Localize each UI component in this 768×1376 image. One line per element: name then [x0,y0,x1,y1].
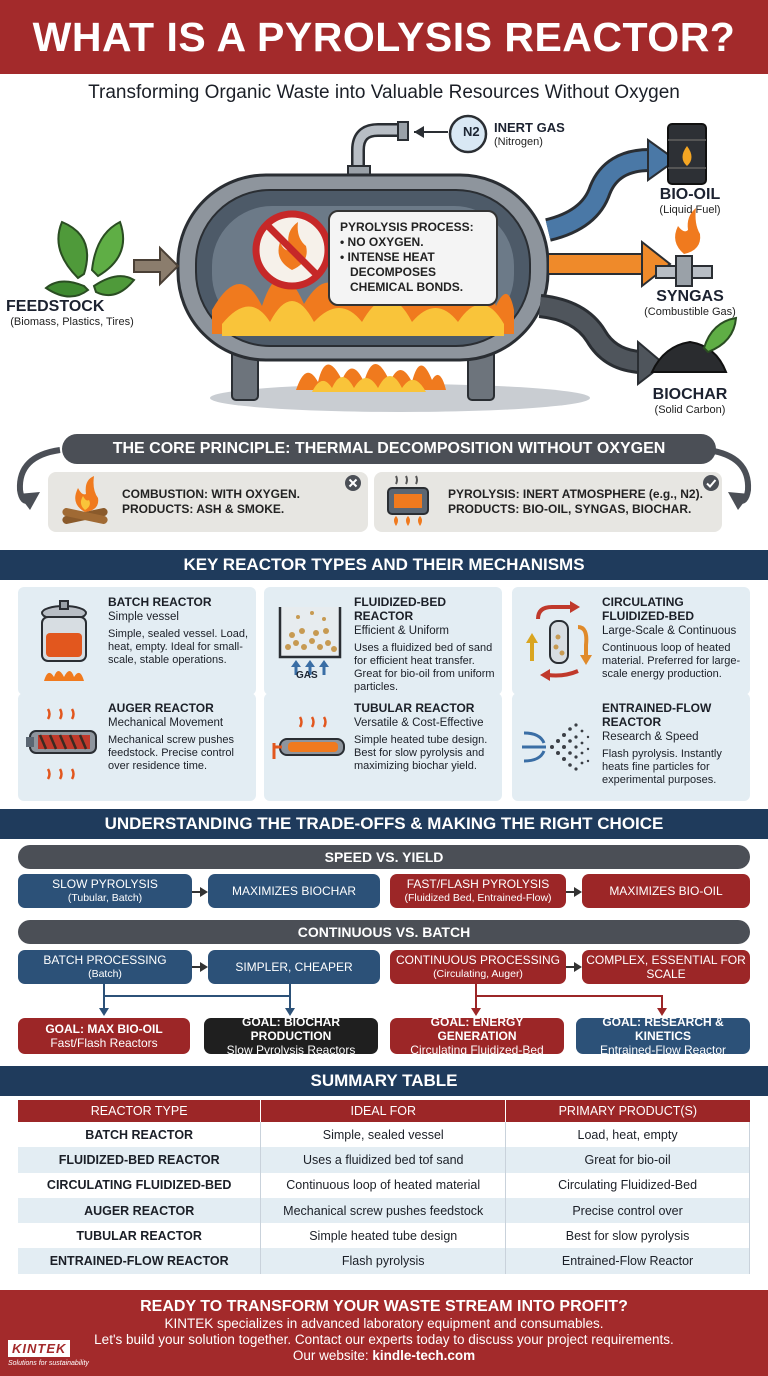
inert-gas-label: INERT GAS [494,120,565,135]
reactor-name: CIRCULATING FLUIDIZED-BED [602,595,694,623]
pyrolysis-card: PYROLYSIS: INERT ATMOSPHERE (e.g., N2). … [374,472,722,532]
tradeoff-arrows [99,887,667,1016]
reactor-card-entrained-flow: ENTRAINED-FLOW REACTOR Research & Speed … [512,693,750,801]
bio-oil-sub: (Liquid Fuel) [659,204,721,216]
footer-website-line: Our website: kindle-tech.com [292,1348,476,1363]
reactor-name: FLUIDIZED-BED REACTOR [354,595,446,623]
table-row: FLUIDIZED-BED REACTOR Uses a fluidized b… [18,1147,750,1173]
combustion-card: COMBUSTION: WITH OXYGEN. PRODUCTS: ASH &… [48,472,368,532]
reactor-card-auger: AUGER REACTOR Mechanical Movement Mechan… [18,693,256,801]
syngas-label: SYNGAS [656,288,724,305]
title-banner: WHAT IS A PYROLYSIS REACTOR? [0,0,768,74]
reactor-desc: Uses a fluidized bed of sand for efficie… [354,642,495,693]
tubular-tube-icon [272,716,345,759]
batch-vessel-icon [41,600,87,681]
reactor-name: ENTRAINED-FLOW REACTOR [602,701,712,729]
reactor-subtitle: Versatile & Cost-Effective [354,717,484,729]
goal-research-kinetics: GOAL: RESEARCH & KINETICS Entrained-Flow… [576,1015,750,1057]
reactor-name: TUBULAR REACTOR [354,701,475,715]
reactor-subtitle: Large-Scale & Continuous [602,625,737,637]
feedstock-label: FEEDSTOCK [6,298,105,315]
column-header: PRIMARY PRODUCT(S) [505,1100,750,1122]
reactor-name: BATCH REACTOR [108,595,212,609]
reactor-subtitle: Simple vessel [108,611,179,623]
heated-chamber-icon [387,475,429,526]
syngas-sub: (Combustible Gas) [644,306,736,318]
reactor-types-title: KEY REACTOR TYPES AND THEIR MECHANISMS [0,550,768,580]
website-link[interactable]: kindle-tech.com [372,1348,476,1363]
reactor-subtitle: Efficient & Uniform [354,625,450,637]
table-row: TUBULAR REACTOR Simple heated tube desig… [18,1223,750,1249]
table-row: ENTRAINED-FLOW REACTOR Flash pyrolysis E… [18,1248,750,1274]
table-row: AUGER REACTOR Mechanical screw pushes fe… [18,1197,750,1224]
column-header: REACTOR TYPE [18,1100,262,1122]
inert-gas-sub: (Nitrogen) [494,136,543,148]
complex-scale-box: COMPLEX, ESSENTIAL FOR SCALE [582,950,750,984]
footer-line-2: Let's build your solution together. Cont… [94,1332,674,1347]
entrained-flow-icon [522,723,590,771]
slow-pyrolysis-box: SLOW PYROLYSIS (Tubular, Batch) [18,874,192,908]
simpler-cheaper-box: SIMPLER, CHEAPER [208,950,380,984]
n2-symbol: N2 [463,124,480,139]
reactor-desc: Simple, sealed vessel. Load, heat, empty… [108,628,249,666]
gas-label: GAS [296,670,318,681]
biochar-sub: (Solid Carbon) [654,404,726,416]
maximizes-bio-oil-box: MAXIMIZES BIO-OIL [582,874,750,908]
goal-energy-generation: GOAL: ENERGY GENERATION Circulating Flui… [390,1015,564,1057]
fast-pyrolysis-box: FAST/FLASH PYROLYSIS (Fluidized Bed, Ent… [390,874,566,908]
summary-title: SUMMARY TABLE [0,1066,768,1096]
core-arrows [16,447,752,510]
bio-oil-label: BIO-OIL [659,186,721,203]
table-header-row: REACTOR TYPE IDEAL FOR PRIMARY PRODUCT(S… [18,1100,750,1122]
maximizes-biochar-box: MAXIMIZES BIOCHAR [208,874,380,908]
table-row: CIRCULATING FLUIDIZED-BED Continuous loo… [18,1172,750,1198]
goal-max-bio-oil: GOAL: MAX BIO-OIL Fast/Flash Reactors [18,1018,190,1054]
summary-table: REACTOR TYPE IDEAL FOR PRIMARY PRODUCT(S… [18,1100,750,1274]
biochar-label: BIOCHAR [652,386,728,403]
fluidized-bed-icon [278,607,342,675]
close-icon [345,475,361,491]
process-callout: PYROLYSIS PROCESS: • NO OXYGEN. • INTENS… [328,210,498,306]
continuous-processing-box: CONTINUOUS PROCESSING (Circulating, Auge… [390,950,566,984]
speed-yield-title: SPEED VS. YIELD [18,845,750,869]
footer-line-1: KINTEK specializes in advanced laborator… [164,1316,604,1331]
reactor-card-circulating: CIRCULATING FLUIDIZED-BED Large-Scale & … [512,587,750,695]
reactor-card-batch: BATCH REACTOR Simple vessel Simple, seal… [18,587,256,695]
table-row: BATCH REACTOR Simple, sealed vessel Load… [18,1122,750,1148]
circulating-loop-icon [526,601,592,681]
footer: READY TO TRANSFORM YOUR WASTE STREAM INT… [0,1290,768,1376]
kintek-logo: KINTEK Solutions for sustainability [8,1340,89,1367]
page-subtitle: Transforming Organic Waste into Valuable… [88,82,680,103]
column-header: IDEAL FOR [260,1100,507,1122]
reactor-subtitle: Research & Speed [602,731,699,743]
auger-screw-icon [26,708,97,780]
goal-biochar-production: GOAL: BIOCHAR PRODUCTION Slow Pyrolysis … [204,1015,378,1057]
reactor-desc: Simple heated tube design. Best for slow… [354,734,488,772]
core-principle-title: THE CORE PRINCIPLE: THERMAL DECOMPOSITIO… [62,434,716,464]
check-icon [703,475,719,491]
reactor-desc: Mechanical screw pushes feedstock. Preci… [108,734,234,772]
reactor-card-fluidized-bed: GAS FLUIDIZED-BED REACTOR Efficient & Un… [264,587,502,695]
reactor-name: AUGER REACTOR [108,701,214,715]
tradeoffs-title: UNDERSTANDING THE TRADE-OFFS & MAKING TH… [0,809,768,839]
reactor-subtitle: Mechanical Movement [108,717,224,729]
feedstock-sub: (Biomass, Plastics, Tires) [10,316,134,328]
reactor-card-tubular: TUBULAR REACTOR Versatile & Cost-Effecti… [264,693,502,801]
reactor-desc: Flash pyrolysis. Instantly heats fine pa… [602,748,722,786]
reactor-desc: Continuous loop of heated material. Pref… [602,642,741,680]
page-title: WHAT IS A PYROLYSIS REACTOR? [32,13,736,60]
footer-heading: READY TO TRANSFORM YOUR WASTE STREAM INT… [140,1298,628,1315]
continuous-batch-title: CONTINUOUS VS. BATCH [18,920,750,944]
batch-processing-box: BATCH PROCESSING (Batch) [18,950,192,984]
campfire-icon [62,476,108,524]
